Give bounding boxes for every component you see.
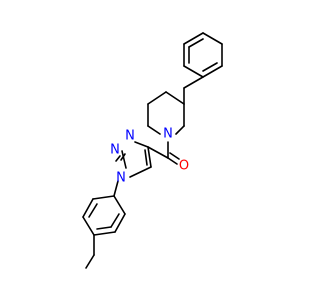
carbonyl-triazole-bond [147,146,169,159]
carbonyl-group [167,152,180,165]
triazole-tolyl-bond [113,180,119,197]
piperidine-ring [147,91,185,135]
benzyl-ch2-bond [183,76,204,105]
molecule-structure: N O N N N [82,32,223,269]
carbonyl-oxygen-label: O [179,159,189,174]
triazole-n2-label: N [125,129,135,144]
triazole-n1-label: N [116,171,126,186]
piperidine-nitrogen-label: N [163,127,173,142]
tolyl-methyl-bond [85,234,95,269]
molecule-canvas: N O N N N [82,32,223,269]
triazole-ring [115,141,152,178]
tolyl-ring [82,195,126,236]
triazole-n3-label: N [110,143,120,158]
benzyl-phenyl-ring [183,32,223,78]
